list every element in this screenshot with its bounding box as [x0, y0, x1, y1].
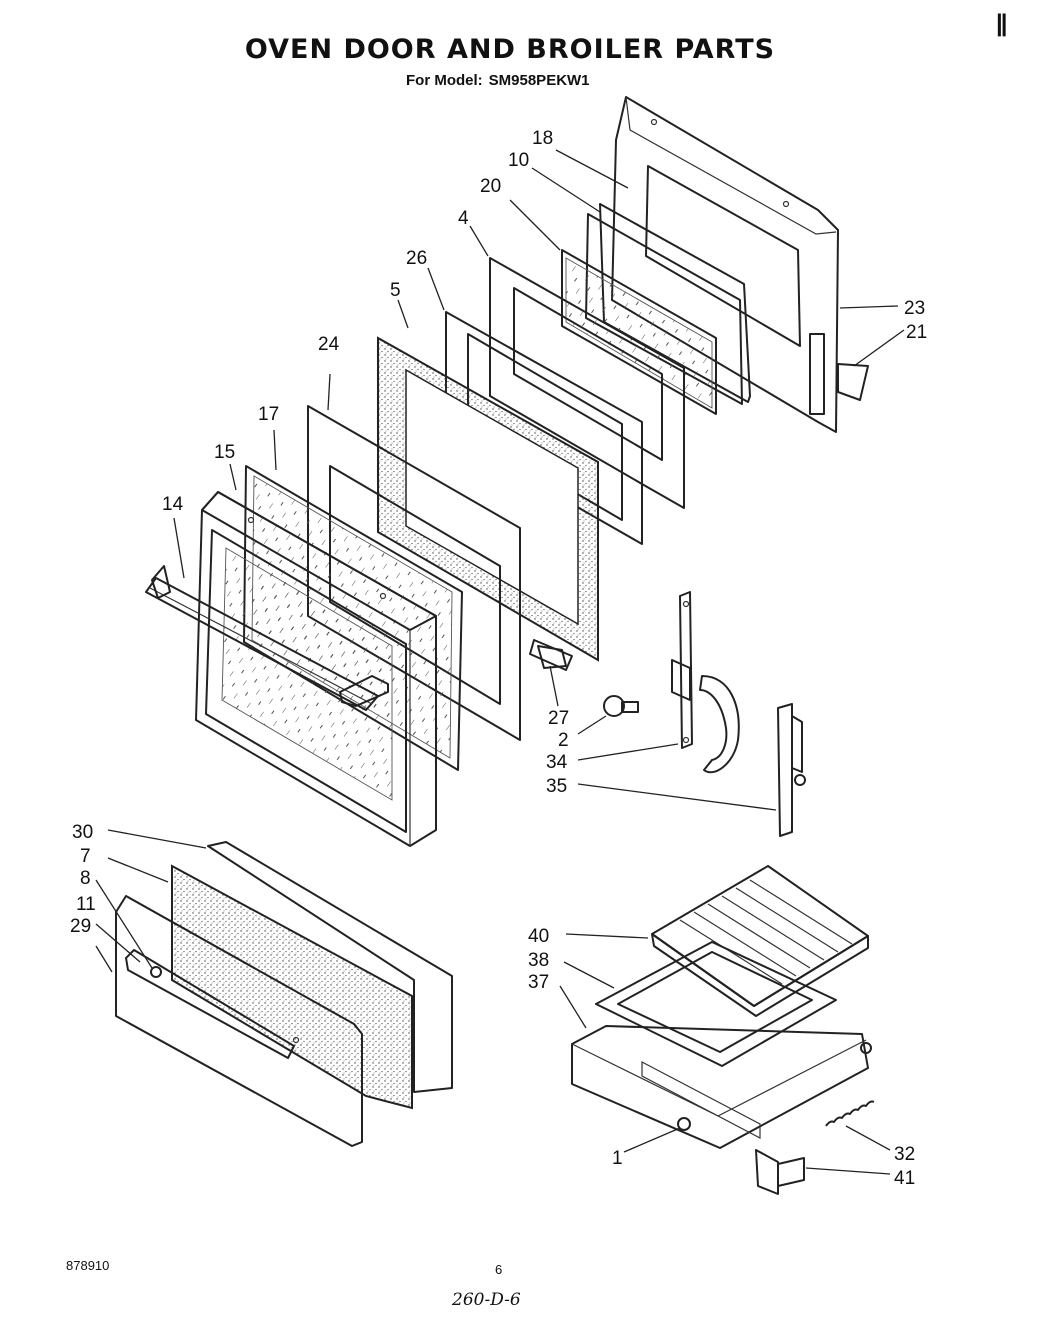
- bracket-41: [755, 1149, 805, 1195]
- page-number: 6: [495, 1262, 503, 1277]
- callout-30: 30: [72, 822, 93, 843]
- callout-24: 24: [318, 334, 340, 355]
- callout-18: 18: [532, 128, 553, 149]
- door-back-panel: [611, 96, 869, 433]
- hinge-roller-2: [603, 695, 639, 717]
- callout-21: 21: [906, 322, 927, 343]
- hinge-receiver-35: [777, 703, 806, 837]
- callout-38: 38: [528, 950, 549, 971]
- callout-41: 41: [894, 1168, 915, 1189]
- drawer-front-29: [115, 895, 363, 1147]
- callout-37: 37: [528, 972, 549, 993]
- door-clip-27: [537, 645, 567, 669]
- callout-35: 35: [546, 776, 567, 797]
- callout-4: 4: [458, 208, 469, 229]
- callout-17: 17: [258, 404, 279, 425]
- callout-labels: 18 10 20 4 26 5 24 17 15 14 23 21 27 2 3…: [70, 128, 927, 1189]
- footer-code: 878910: [66, 1258, 110, 1273]
- door-hinge-34: [671, 591, 740, 774]
- page-title: OVEN DOOR AND BROILER PARTS: [244, 34, 776, 65]
- callout-7: 7: [80, 846, 91, 867]
- callout-26: 26: [406, 248, 427, 269]
- drawer-back-panel-30: [207, 841, 453, 1093]
- callout-15: 15: [214, 442, 235, 463]
- spring-32: [825, 1100, 875, 1127]
- door-frame-4: [489, 257, 685, 509]
- leader-lines: [95, 149, 905, 1175]
- callout-40: 40: [528, 926, 549, 947]
- drawer-insulation-7: [171, 864, 413, 1110]
- callout-8: 8: [80, 868, 91, 889]
- callout-2: 2: [558, 730, 569, 751]
- callout-32: 32: [894, 1144, 915, 1165]
- callout-23: 23: [904, 298, 925, 319]
- handwritten-note: 260-D-6: [452, 1290, 521, 1310]
- callout-10: 10: [508, 150, 529, 171]
- callout-20: 20: [480, 176, 501, 197]
- callout-5: 5: [390, 280, 401, 301]
- callout-11: 11: [76, 894, 96, 915]
- broiler-pan-38: [595, 941, 837, 1067]
- outer-door-15: [195, 491, 437, 847]
- callout-29: 29: [70, 916, 91, 937]
- model-label: For Model:: [406, 72, 483, 89]
- model-subtitle: For Model: SM958PEKW1: [400, 72, 590, 89]
- broiler-drawer-37: [571, 1025, 872, 1149]
- broiler-grid-40: [651, 865, 869, 1017]
- callout-1: 1: [612, 1148, 623, 1169]
- callout-27: 27: [548, 708, 569, 729]
- door-handle-14: [145, 565, 389, 711]
- insulation-panel-5: [377, 336, 599, 671]
- model-number: SM958PEKW1: [488, 72, 590, 89]
- callout-34: 34: [546, 752, 568, 773]
- callout-14: 14: [162, 494, 184, 515]
- corner-mark: ||: [996, 10, 1008, 37]
